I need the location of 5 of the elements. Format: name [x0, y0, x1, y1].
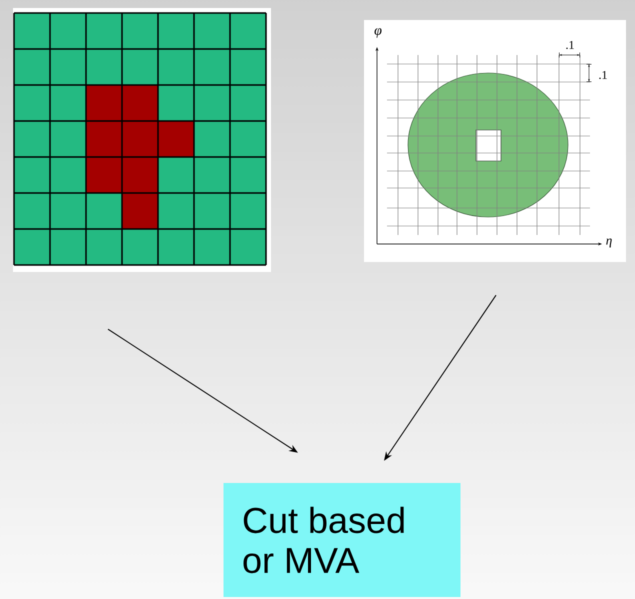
dimension-label: .1 — [566, 40, 574, 50]
axis-label: η — [606, 238, 612, 248]
dimension-label: .1 — [599, 70, 607, 80]
axis-label: φ — [374, 28, 382, 38]
text-box: Cut based or MVA — [224, 483, 460, 597]
